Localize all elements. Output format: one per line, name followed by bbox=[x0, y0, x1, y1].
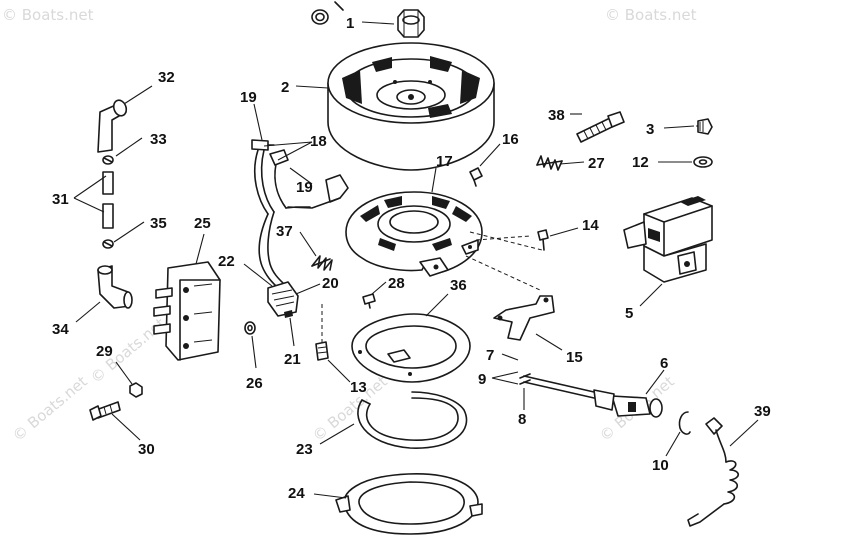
part-16-screw bbox=[469, 167, 483, 187]
callout-34: 34 bbox=[52, 321, 69, 338]
callout-2: 2 bbox=[281, 79, 289, 96]
part-12-washer bbox=[693, 156, 713, 168]
part-29-nut bbox=[129, 382, 143, 398]
part-36-plate bbox=[351, 313, 471, 383]
part-17-stator bbox=[287, 174, 483, 277]
part-31-tubes bbox=[102, 171, 114, 229]
part-6-switch bbox=[519, 373, 663, 418]
callout-27: 27 bbox=[588, 155, 605, 172]
part-14-screw bbox=[537, 229, 549, 251]
callout-9: 9 bbox=[478, 371, 486, 388]
callout-1: 1 bbox=[346, 15, 354, 32]
callout-5: 5 bbox=[625, 305, 633, 322]
callout-16: 16 bbox=[502, 131, 519, 148]
leader-lines bbox=[73, 21, 759, 499]
part-1-nut-washer bbox=[311, 1, 425, 38]
callout-20: 20 bbox=[322, 275, 339, 292]
callout-38: 38 bbox=[548, 107, 565, 124]
part-27-spring bbox=[536, 155, 563, 171]
part-26-washer bbox=[244, 321, 256, 335]
part-10-clip bbox=[678, 411, 691, 435]
callout-35: 35 bbox=[150, 215, 167, 232]
callout-37: 37 bbox=[276, 223, 293, 240]
part-35-clamp bbox=[102, 239, 114, 249]
callout-29: 29 bbox=[96, 343, 113, 360]
callout-6: 6 bbox=[660, 355, 668, 372]
callout-8: 8 bbox=[518, 411, 526, 428]
callout-24: 24 bbox=[288, 485, 305, 502]
callout-12: 12 bbox=[632, 154, 649, 171]
callout-18: 18 bbox=[310, 133, 327, 150]
part-39-lanyard bbox=[687, 417, 740, 527]
callout-19-top: 19 bbox=[240, 89, 257, 106]
callout-30: 30 bbox=[138, 441, 155, 458]
part-18-19-wire-leads bbox=[251, 139, 311, 287]
callout-22: 22 bbox=[218, 253, 235, 270]
callout-26: 26 bbox=[246, 375, 263, 392]
callout-7: 7 bbox=[486, 347, 494, 364]
part-13-clip bbox=[315, 341, 329, 361]
callout-labels: 1 2 3 5 6 7 8 9 10 12 13 14 15 16 17 18 … bbox=[52, 15, 771, 502]
callout-32: 32 bbox=[158, 69, 175, 86]
callout-19-lower: 19 bbox=[296, 179, 313, 196]
callout-39: 39 bbox=[754, 403, 771, 420]
callout-33: 33 bbox=[150, 131, 167, 148]
part-37-spring bbox=[311, 255, 333, 271]
callout-3: 3 bbox=[646, 121, 654, 138]
part-2-flywheel bbox=[327, 42, 495, 171]
part-21-22-connector bbox=[267, 281, 299, 318]
part-24-base-ring bbox=[335, 473, 483, 535]
part-15-bracket bbox=[493, 295, 555, 341]
part-5-power-pack bbox=[623, 196, 713, 283]
part-34-elbow bbox=[97, 265, 133, 309]
callout-14: 14 bbox=[582, 217, 599, 234]
part-25-coil-block bbox=[153, 261, 221, 361]
callout-17: 17 bbox=[436, 153, 453, 170]
part-32-elbow bbox=[97, 99, 128, 153]
callout-31: 31 bbox=[52, 191, 69, 208]
part-33-clamp bbox=[102, 155, 114, 165]
callout-25: 25 bbox=[194, 215, 211, 232]
part-23-ring bbox=[357, 391, 468, 449]
callout-28: 28 bbox=[388, 275, 405, 292]
part-30-bolt bbox=[89, 401, 121, 421]
callout-23: 23 bbox=[296, 441, 313, 458]
watermark-top-right: © Boats.net bbox=[605, 6, 697, 24]
part-38-screw bbox=[576, 111, 625, 143]
watermark-left: © Boats.net bbox=[9, 372, 91, 445]
callout-13: 13 bbox=[350, 379, 367, 396]
watermark-top-left: © Boats.net bbox=[2, 6, 94, 24]
part-3-screw bbox=[696, 118, 713, 135]
callout-10: 10 bbox=[652, 457, 669, 474]
callout-21: 21 bbox=[284, 351, 301, 368]
callout-36: 36 bbox=[450, 277, 467, 294]
part-28-screw bbox=[362, 293, 376, 309]
callout-15: 15 bbox=[566, 349, 583, 366]
alignment-dashes bbox=[321, 231, 543, 348]
